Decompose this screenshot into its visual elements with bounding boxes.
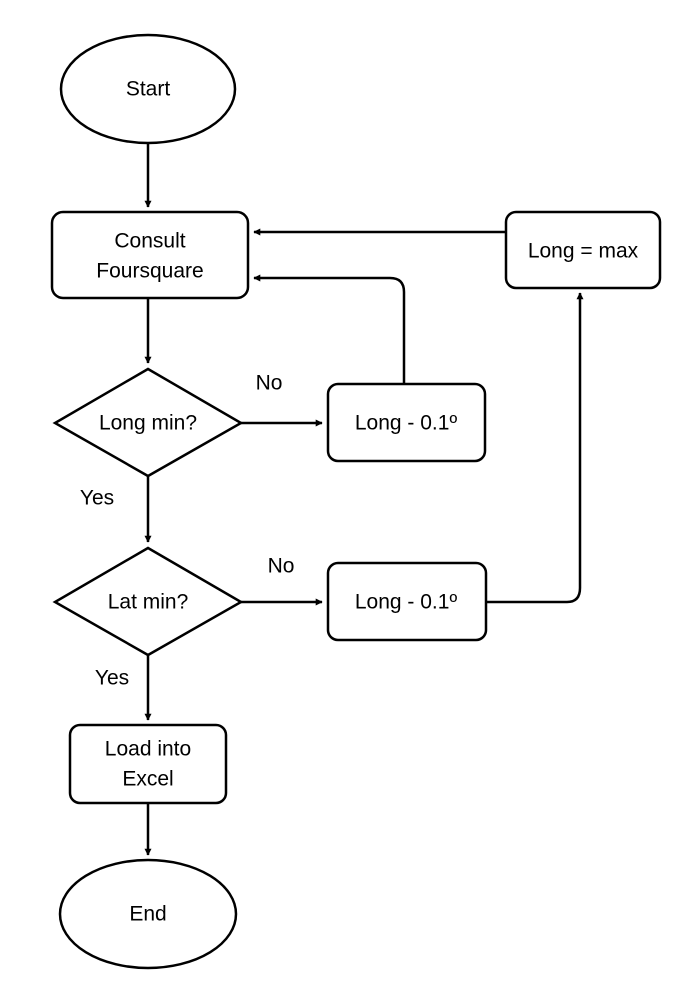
node-end: End: [58, 858, 238, 970]
node-load-label-line2: Excel: [122, 768, 173, 791]
edge-label-lat-min-no: No: [268, 555, 295, 578]
decision-lat-min: Lat min?: [52, 546, 244, 657]
node-long-step-1-label: Long - 0.1º: [355, 412, 458, 435]
node-long-step-1: Long - 0.1º: [326, 382, 487, 463]
edge-long-step-1-to-consult: [253, 274, 406, 383]
node-end-label: End: [129, 903, 166, 926]
node-start-label: Start: [126, 78, 171, 101]
edge-label-long-min-yes: Yes: [80, 487, 114, 510]
decision-lat-min-label: Lat min?: [108, 591, 189, 614]
decision-long-min: Long min?: [52, 367, 244, 478]
node-load-label-line1: Load into: [105, 738, 191, 761]
node-long-step-2-label: Long - 0.1º: [355, 591, 458, 614]
node-consult-foursquare: Consult Foursquare: [50, 210, 250, 300]
node-consult-label-line2: Foursquare: [96, 260, 203, 283]
edge-long-step-2-to-long-max: [487, 292, 584, 604]
node-long-max-label: Long = max: [528, 240, 639, 263]
node-start: Start: [59, 33, 237, 145]
decision-long-min-label: Long min?: [99, 412, 197, 435]
node-consult-label-line1: Consult: [114, 230, 185, 253]
edge-label-long-min-no: No: [256, 372, 283, 395]
edges: [144, 143, 584, 856]
node-long-step-2: Long - 0.1º: [326, 561, 488, 642]
node-load-into-excel: Load into Excel: [68, 723, 228, 805]
node-long-max: Long = max: [504, 210, 662, 290]
edge-label-lat-min-yes: Yes: [95, 667, 129, 690]
